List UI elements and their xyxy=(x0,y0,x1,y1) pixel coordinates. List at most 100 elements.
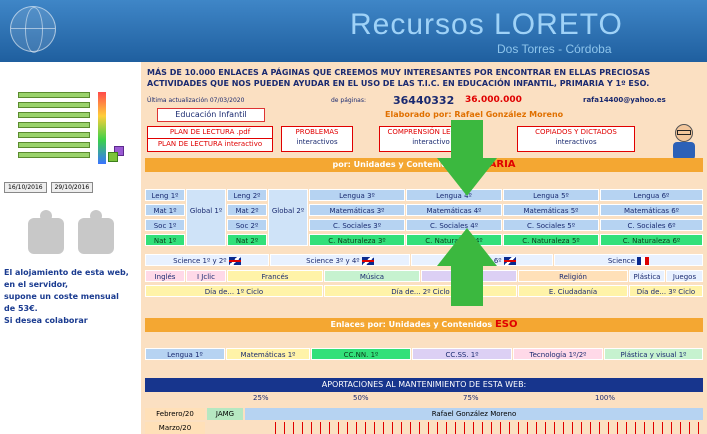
global-2-link[interactable]: Global 2º xyxy=(268,189,308,246)
uk-flag-icon xyxy=(228,257,241,265)
globe-logo-icon xyxy=(10,6,56,53)
left-sidebar: 16/10/2016 29/10/2016 El alojamiento de … xyxy=(0,62,140,434)
dia-1-ciclo-link[interactable]: Día de... 1º Ciclo xyxy=(145,285,323,297)
site-header: Recursos LORETO Dos Torres - Córdoba xyxy=(0,0,707,62)
global-1-link[interactable]: Global 1º xyxy=(186,189,226,246)
juegos-link[interactable]: Juegos xyxy=(666,270,703,282)
sociales-6-link[interactable]: C. Sociales 6º xyxy=(600,219,703,231)
eso-lengua-link[interactable]: Lengua 1º xyxy=(145,348,225,360)
sociales-3-link[interactable]: C. Sociales 3º xyxy=(309,219,405,231)
religion-link[interactable]: Religión xyxy=(518,270,628,282)
meta-row: Última actualización 07/03/2020 de págin… xyxy=(147,94,703,108)
naturaleza-6-link[interactable]: C. Naturaleza 6º xyxy=(600,234,703,246)
comprension-label: COMPRENSIÓN LECTORA xyxy=(387,128,475,136)
arrow-down-icon xyxy=(437,120,497,196)
science-french-link[interactable]: Science xyxy=(554,254,703,266)
bar-graphic-line xyxy=(18,152,90,158)
site-title[interactable]: Recursos LORETO xyxy=(350,8,623,41)
puzzle-piece-icon xyxy=(78,210,114,254)
bar-graphic-line xyxy=(18,102,90,108)
science-1-2-link[interactable]: Science 1º y 2º xyxy=(145,254,269,266)
leng-1-link[interactable]: Leng 1º xyxy=(145,189,185,201)
naturaleza-5-link[interactable]: C. Naturaleza 5º xyxy=(503,234,599,246)
naturaleza-3-link[interactable]: C. Naturaleza 3º xyxy=(309,234,405,246)
arrow-down-shaft xyxy=(451,120,483,160)
arrow-up-head xyxy=(437,228,497,266)
date-box: 29/10/2016 xyxy=(50,182,94,193)
science-label: Science xyxy=(607,257,635,265)
color-tower-icon xyxy=(98,92,106,164)
intro-line: MÁS DE 10.000 ENLACES A PÁGINAS QUE CREE… xyxy=(147,68,651,77)
eso-plastica-link[interactable]: Plástica y visual 1º xyxy=(604,348,703,360)
matematicas-4-link[interactable]: Matemáticas 4º xyxy=(406,204,502,216)
nat-1-link[interactable]: Nat 1º xyxy=(145,234,185,246)
lengua-6-link[interactable]: Lengua 6º xyxy=(600,189,703,201)
support-line: supone un coste mensual xyxy=(4,292,119,301)
eso-section-bar: Enlaces por: Unidades y Contenidos ESO xyxy=(145,318,703,332)
science-label: Science 1º y 2º xyxy=(173,257,227,265)
aportacion-name: Rafael González Moreno xyxy=(245,408,703,420)
email-link[interactable]: rafa14400@yahoo.es xyxy=(583,96,666,104)
ingles-link[interactable]: Inglés xyxy=(145,270,185,282)
visit-goal: 36.000.000 xyxy=(465,95,522,105)
mascot-body xyxy=(673,142,695,160)
matematicas-6-link[interactable]: Matemáticas 6º xyxy=(600,204,703,216)
aportacion-progress-ticks xyxy=(275,422,705,434)
infantil-link[interactable]: Educación Infantil xyxy=(157,108,265,122)
puzzle-piece-icon xyxy=(28,210,64,254)
soc-2-link[interactable]: Soc 2º xyxy=(227,219,267,231)
support-line: de 53€. xyxy=(4,304,38,313)
problemas-label: PROBLEMAS xyxy=(295,128,339,136)
aportacion-row: Marzo/20 xyxy=(145,422,705,434)
support-line: El alojamiento de esta web, xyxy=(4,268,129,277)
copiados-link[interactable]: COPIADOS Y DICTADOS interactivos xyxy=(517,126,635,152)
plan-lectura-pdf-link[interactable]: PLAN DE LECTURA .pdf xyxy=(148,127,272,139)
scale-label: 75% xyxy=(463,394,479,402)
visits-label: de páginas: xyxy=(331,97,366,104)
nat-2-link[interactable]: Nat 2º xyxy=(227,234,267,246)
infantil-label: Educación Infantil xyxy=(175,110,247,119)
eso-ccnn-link[interactable]: CC.NN. 1º xyxy=(311,348,411,360)
mat-2-link[interactable]: Mat 2º xyxy=(227,204,267,216)
intro-line: ACTIVIDADES QUE NOS PUEDEN AYUDAR EN EL … xyxy=(147,79,650,88)
mascot-glasses xyxy=(677,130,691,135)
eso-ccss-link[interactable]: CC.SS. 1º xyxy=(412,348,512,360)
uk-flag-icon xyxy=(503,257,516,265)
musica-link[interactable]: Música xyxy=(324,270,420,282)
leng-2-link[interactable]: Leng 2º xyxy=(227,189,267,201)
arrow-down-head xyxy=(437,158,497,196)
frances-link[interactable]: Francés xyxy=(227,270,323,282)
aportacion-row: Febrero/20 JAMG Rafael González Moreno xyxy=(145,408,703,420)
plastica-link[interactable]: Plástica xyxy=(629,270,665,282)
lengua-5-link[interactable]: Lengua 5º xyxy=(503,189,599,201)
support-link[interactable]: Si desea colaborar xyxy=(4,316,88,325)
cube-icon xyxy=(108,152,118,162)
science-label: Science 3º y 4º xyxy=(306,257,360,265)
visit-counter: 36440332 xyxy=(393,94,455,107)
jclic-link[interactable]: I Jclic xyxy=(186,270,226,282)
eso-matematicas-link[interactable]: Matemáticas 1º xyxy=(226,348,310,360)
intro-text: MÁS DE 10.000 ENLACES A PÁGINAS QUE CREE… xyxy=(147,67,703,89)
soc-1-link[interactable]: Soc 1º xyxy=(145,219,185,231)
eso-bar-text: Enlaces por: Unidades y Contenidos xyxy=(330,320,493,329)
matematicas-3-link[interactable]: Matemáticas 3º xyxy=(309,204,405,216)
primaria-section-bar: por: Unidades y Contenidos PRIMARIA xyxy=(145,158,703,172)
plan-lectura-box: PLAN DE LECTURA .pdf PLAN DE LECTURA int… xyxy=(147,126,273,152)
plan-lectura-interactive-link[interactable]: PLAN DE LECTURA interactivo xyxy=(157,140,263,148)
dia-3-ciclo-link[interactable]: Día de... 3º Ciclo xyxy=(629,285,703,297)
teacher-mascot-icon xyxy=(671,124,697,160)
french-flag-icon xyxy=(637,257,650,265)
ciudadania-link[interactable]: E. Ciudadanía xyxy=(518,285,628,297)
problemas-link[interactable]: PROBLEMAS interactivos xyxy=(281,126,353,152)
bar-graphic-line xyxy=(18,92,90,98)
science-3-4-link[interactable]: Science 3º y 4º xyxy=(270,254,410,266)
eso-tecnologia-link[interactable]: Tecnología 1º/2º xyxy=(513,348,603,360)
aportacion-code: JAMG xyxy=(207,408,243,420)
sociales-5-link[interactable]: C. Sociales 5º xyxy=(503,219,599,231)
matematicas-5-link[interactable]: Matemáticas 5º xyxy=(503,204,599,216)
main-content: MÁS DE 10.000 ENLACES A PÁGINAS QUE CREE… xyxy=(141,62,707,434)
arrow-up-shaft xyxy=(451,264,483,306)
mat-1-link[interactable]: Mat 1º xyxy=(145,204,185,216)
arrow-up-icon xyxy=(437,228,497,306)
lengua-3-link[interactable]: Lengua 3º xyxy=(309,189,405,201)
